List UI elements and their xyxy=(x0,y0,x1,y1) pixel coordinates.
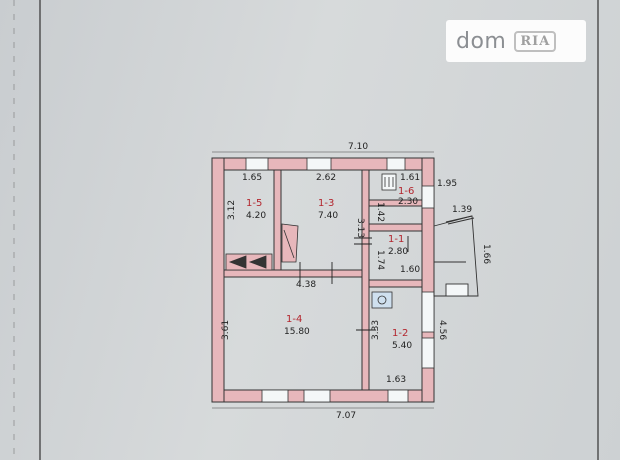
boiler xyxy=(371,291,393,309)
room-1-5-label: 1-5 xyxy=(246,198,262,209)
watermark-badge: RIA xyxy=(514,30,557,52)
dim-bottom-total: 7.07 xyxy=(336,411,356,421)
dim-hall-width: 1.60 xyxy=(400,265,420,275)
dim-room-1-6-width: 1.61 xyxy=(400,173,420,183)
domria-watermark: dom RIA xyxy=(446,20,586,62)
dim-right-lower: 4.56 xyxy=(437,320,447,340)
dim-room-1-3-depth: 3.13 xyxy=(355,218,365,238)
interior-walls xyxy=(223,169,423,391)
stairs-unit xyxy=(381,173,397,191)
dim-living-depth: 3.61 xyxy=(221,320,231,340)
dim-room-1-6-depth: 1.42 xyxy=(375,202,385,222)
room-1-6-label: 1-6 xyxy=(398,186,414,197)
dim-room-1-2-width: 1.63 xyxy=(386,375,406,385)
room-1-4-label: 1-4 xyxy=(286,314,302,325)
room-1-2-label: 1-2 xyxy=(392,328,408,339)
room-1-1-area: 2.80 xyxy=(388,247,408,257)
room-1-1-label: 1-1 xyxy=(388,234,404,245)
windows xyxy=(245,157,435,403)
dimension-lines xyxy=(212,151,434,409)
room-1-5-area: 4.20 xyxy=(246,211,266,221)
dim-room-1-5-depth: 3.12 xyxy=(227,200,237,220)
room-1-3-label: 1-3 xyxy=(318,198,334,209)
watermark-brand-text: dom xyxy=(456,28,507,54)
dim-right-upper: 1.95 xyxy=(437,179,457,189)
dim-living-width: 4.38 xyxy=(296,280,316,290)
stove xyxy=(225,223,299,271)
room-1-4-area: 15.80 xyxy=(284,327,310,337)
room-1-2-area: 5.40 xyxy=(392,341,412,351)
dim-hall-depth: 1.74 xyxy=(375,250,385,270)
room-1-6-area: 2.30 xyxy=(398,197,418,207)
room-1-3-area: 7.40 xyxy=(318,211,338,221)
door-marks xyxy=(299,236,409,331)
dim-top-total: 7.10 xyxy=(348,142,368,152)
dim-porch-depth: 1.66 xyxy=(481,244,491,264)
porch xyxy=(433,215,479,297)
dim-room-1-2-depth: 3.33 xyxy=(371,320,381,340)
dim-porch-width: 1.39 xyxy=(452,205,472,215)
dim-room-1-5-width: 1.65 xyxy=(242,173,262,183)
dim-room-1-3-width: 2.62 xyxy=(316,173,336,183)
